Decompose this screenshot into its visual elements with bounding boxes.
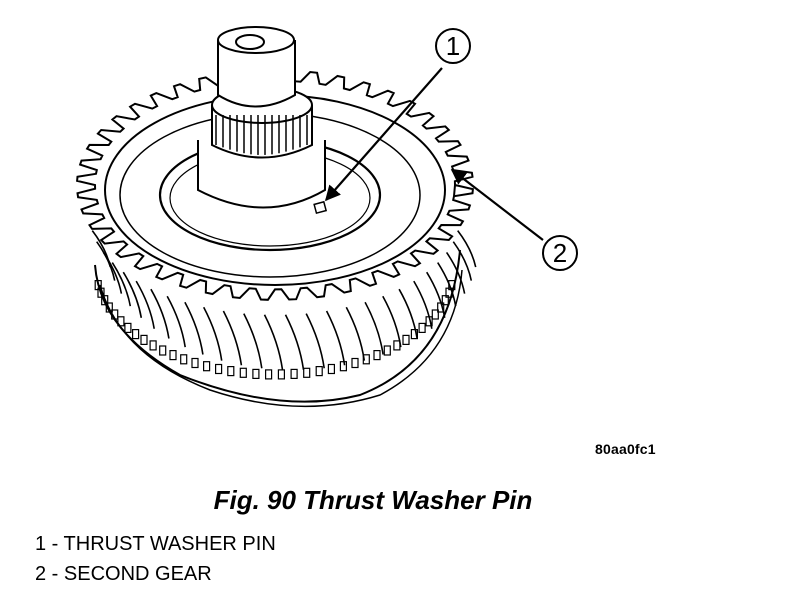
helical-tooth [91,230,112,268]
cone-tooth [327,363,335,375]
cone-tooth [303,367,311,378]
cone-tooth [410,329,418,340]
helical-tooth [263,314,284,370]
helical-tooth [111,262,132,307]
cone-tooth [111,309,119,320]
helical-tooth [122,271,143,318]
synchro-cone-teeth [94,280,456,380]
helical-tooth [452,241,473,281]
cone-tooth [402,334,410,345]
helical-tooth [150,288,170,339]
helical-tooth [325,310,346,366]
cone-tooth [339,361,347,372]
cone-tooth [252,368,260,379]
cone-tooth [124,322,132,333]
helical-tooth [426,271,446,318]
main-shaft [197,26,326,209]
callout-1-number: 1 [446,31,460,61]
callout-2-number: 2 [553,238,567,268]
cone-tooth [215,363,223,375]
cone-tooth [441,295,449,306]
cone-tooth [117,316,125,327]
helical-tooth [284,314,305,370]
legend-item-thrust-washer-pin: 1 - THRUST WASHER PIN [35,533,276,555]
helical-tooth [135,280,155,329]
cone-tooth [94,280,102,291]
helical-tooth [305,313,325,369]
cone-tooth [362,354,370,365]
helical-tooth [96,241,116,281]
cone-tooth [227,366,235,377]
cone-tooth [203,361,211,372]
cone-tooth [290,368,298,379]
helical-tooth [184,301,204,355]
helical-tooth [413,280,433,329]
cone-tooth [445,287,453,298]
cone-tooth [159,345,167,356]
helical-tooth [445,251,466,294]
thrust-washer-pin [313,200,328,215]
cone-tooth [315,366,323,377]
gear-diagram: 1 2 [76,26,578,408]
shaft-bore [235,34,265,50]
callout-2: 2 [450,169,578,271]
cone-tooth [437,302,445,313]
cone-tooth [132,329,140,340]
cone-tooth [383,345,391,356]
gear-top-teeth [76,69,474,301]
helical-tooth [398,288,418,339]
image-reference-code: 80aa0fc1 [595,441,656,457]
cone-tooth [425,316,433,327]
shaft-splines [215,115,308,155]
cone-tooth [265,369,273,380]
cone-tooth [105,302,113,313]
helical-tooth [202,306,223,361]
cone-tooth [101,295,109,306]
gear-body [91,230,477,408]
legend-item-second-gear: 2 - SECOND GEAR [35,563,212,585]
helical-gear-teeth [91,230,477,370]
figure-title: Fig. 90 Thrust Washer Pin [213,485,533,515]
cone-tooth [418,322,426,333]
helical-tooth [166,295,186,348]
cone-tooth [140,334,148,345]
helical-tooth [243,313,263,369]
helical-tooth [382,295,402,348]
cone-tooth [180,354,188,365]
cone-tooth [191,357,199,369]
helical-tooth [364,301,384,355]
callout-1: 1 [324,28,471,202]
cone-tooth [431,309,439,320]
cone-tooth [277,369,285,380]
cone-tooth [239,367,247,378]
cone-tooth [351,357,359,369]
cone-tooth [169,350,177,361]
helical-tooth [457,230,477,268]
cone-tooth [393,340,401,351]
helical-tooth [222,310,243,366]
cone-tooth [373,350,381,361]
helical-tooth [345,306,366,361]
cone-tooth [149,340,157,351]
